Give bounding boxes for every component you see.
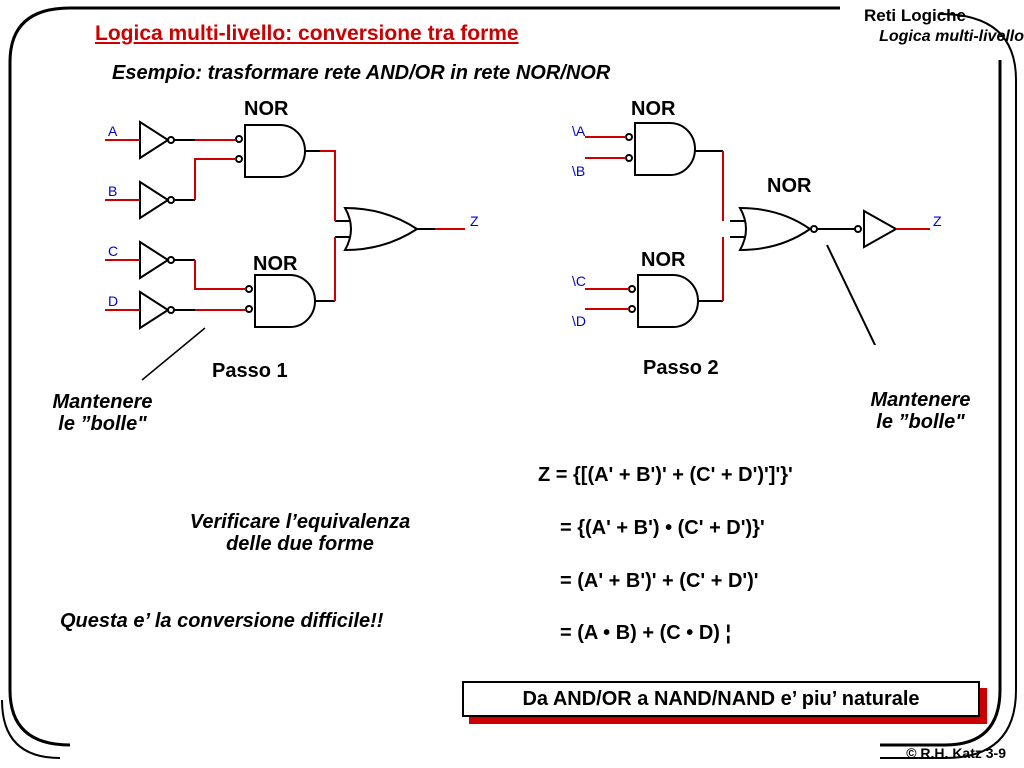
and-gate-bottom [254, 274, 316, 328]
note-line: Mantenere [52, 391, 153, 413]
step2-label: Passo 2 [643, 357, 719, 379]
gate-label-bottom-2: NOR [641, 249, 686, 271]
equation-4: = (A • B) + (C • D) ¦ [560, 622, 732, 644]
input-label-not-c: \C [572, 273, 586, 289]
gate-label-bottom: NOR [253, 253, 298, 275]
slide-title: Logica multi-livello: conversione tra fo… [95, 22, 519, 45]
gate-label-mid-2: NOR [767, 175, 812, 197]
equation-1: Z = {[(A' + B')' + (C' + D')']'}' [538, 464, 793, 486]
gate-label-top: NOR [244, 98, 289, 120]
circuit-diagram-step2 [585, 122, 930, 345]
note-line: le ”bolle" [876, 411, 965, 433]
equation-2: = {(A' + B') • (C' + D')}' [560, 517, 765, 539]
note-line: delle due forme [226, 533, 374, 555]
input-label-not-b: \B [572, 163, 586, 179]
footer-credit: © R.H. Katz 3-9 [906, 745, 1006, 761]
note-verify: Verificare l’equivalenza delle due forme [150, 511, 450, 555]
course-name: Reti Logiche [863, 6, 966, 25]
note-line: Verificare l’equivalenza [189, 511, 411, 533]
input-label-not-a: \A [572, 123, 586, 139]
output-inverter [863, 209, 899, 249]
or-gate-2 [738, 206, 812, 252]
inverter-c [139, 240, 175, 280]
pointer-line-left [141, 327, 206, 381]
step1-label: Passo 1 [212, 360, 288, 382]
inverter-a [139, 120, 175, 160]
circuit-diagram-step1 [105, 120, 465, 330]
callout-box: Da AND/OR a NAND/NAND e’ piu’ naturale [462, 681, 980, 717]
equation-3: = (A' + B')' + (C' + D')' [560, 570, 759, 592]
inverter-b [139, 180, 175, 220]
or-gate-output [343, 206, 419, 252]
and-gate-top [244, 124, 306, 178]
input-label-d: D [108, 293, 119, 309]
note-keep-bubbles-left: Mantenere le ”bolle" [30, 391, 175, 435]
note-line: le ”bolle" [58, 413, 147, 435]
note-line: Mantenere [870, 389, 971, 411]
input-label-c: C [108, 243, 119, 259]
and-gate-bottom-2 [637, 274, 699, 328]
and-gate-top-2 [634, 122, 696, 176]
output-label-z: Z [470, 213, 479, 229]
output-label-z-2: Z [933, 213, 942, 229]
note-keep-bubbles-right: Mantenere le ”bolle" [848, 389, 993, 433]
gate-label-top-2: NOR [631, 98, 676, 120]
input-label-a: A [108, 123, 118, 139]
example-subtitle: Esempio: trasformare rete AND/OR in rete… [112, 62, 611, 84]
input-label-not-d: \D [572, 313, 586, 329]
input-label-b: B [108, 183, 118, 199]
note-difficult: Questa e’ la conversione difficile!! [60, 610, 384, 632]
topic-name: Logica multi-livello [879, 28, 1024, 45]
